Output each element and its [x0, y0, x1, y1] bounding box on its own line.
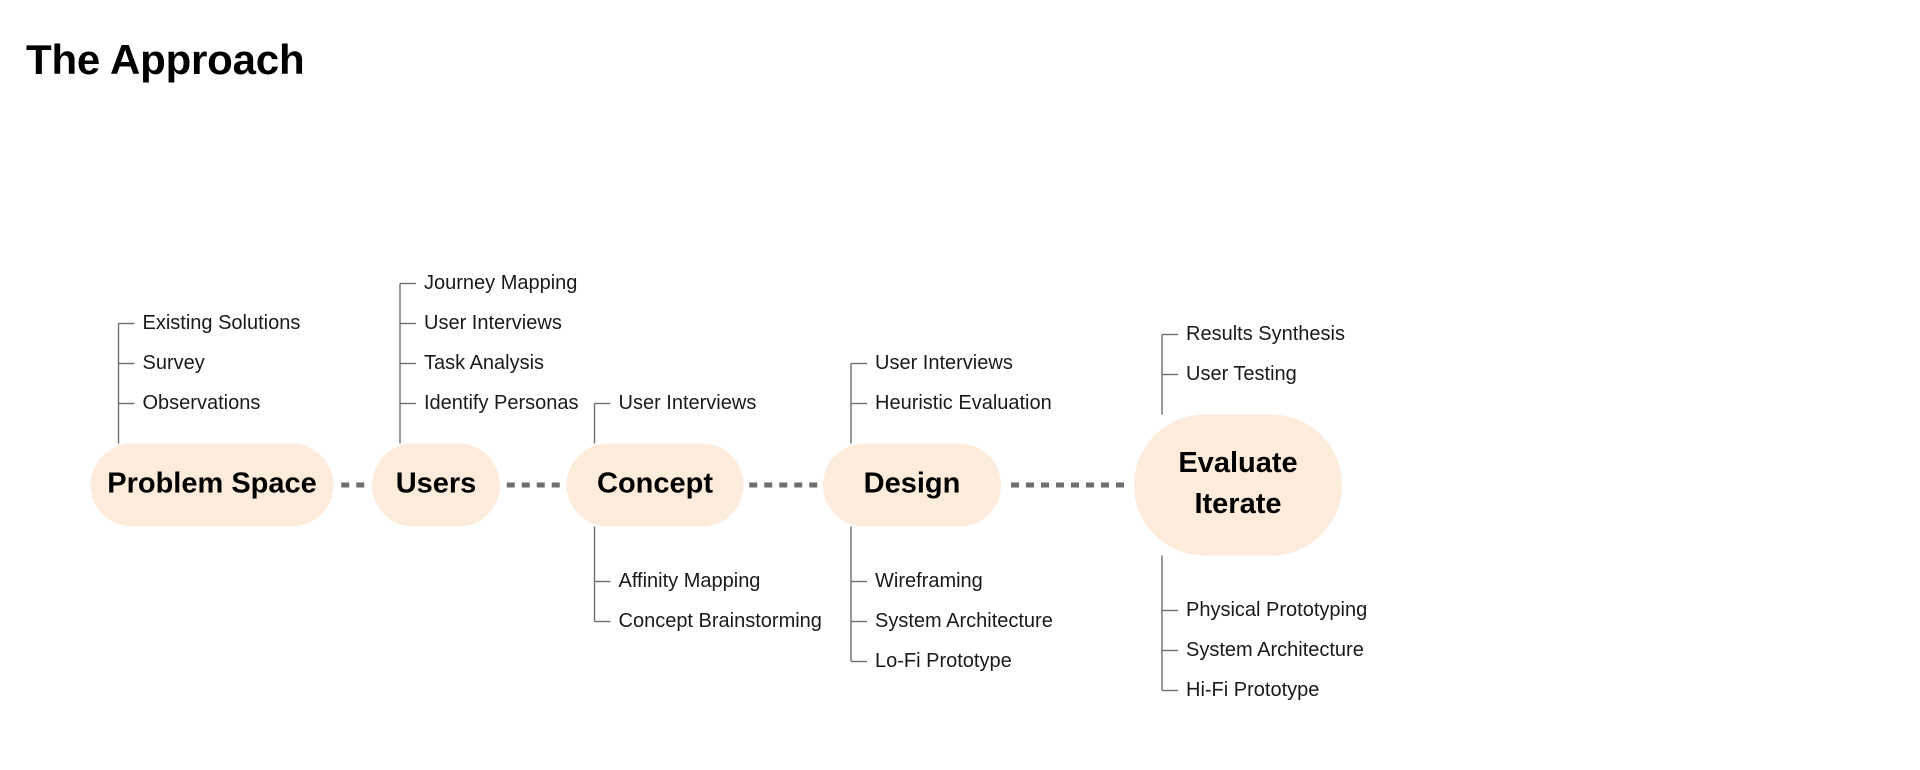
node-users[interactable]: Users — [372, 443, 500, 527]
node-label-concept: Concept — [597, 468, 713, 500]
nodes-layer: Problem Space Users Concept Design EvaluateI… — [90, 414, 1342, 556]
node-label-evaluate-iterate: Evaluate — [1178, 447, 1297, 479]
node-pill-concept[interactable] — [566, 443, 744, 527]
branch-label: Concept Brainstorming — [619, 610, 822, 632]
branch-label: Identify Personas — [424, 392, 579, 414]
node-label-users: Users — [396, 468, 477, 500]
node-label-problem-space: Problem Space — [107, 468, 317, 500]
node-label-evaluate-iterate: Iterate — [1194, 488, 1281, 520]
branch-label: User Interviews — [875, 352, 1013, 374]
branch-label: Results Synthesis — [1186, 323, 1345, 345]
branch-label: Wireframing — [875, 570, 983, 592]
branch-label: User Interviews — [424, 312, 562, 334]
branch-label: Physical Prototyping — [1186, 599, 1367, 621]
branch-label: Affinity Mapping — [619, 570, 761, 592]
node-pill-problem-space[interactable] — [90, 443, 334, 527]
node-label-design: Design — [864, 468, 961, 500]
branch-label: Hi-Fi Prototype — [1186, 679, 1319, 701]
branch-label: Existing Solutions — [143, 312, 301, 334]
branch-label: Lo-Fi Prototype — [875, 650, 1012, 672]
branch-label: User Interviews — [619, 392, 757, 414]
node-pill-evaluate-iterate[interactable] — [1134, 414, 1342, 556]
branch-label: Observations — [143, 392, 261, 414]
node-problem-space[interactable]: Problem Space — [90, 443, 334, 527]
branch-label: Heuristic Evaluation — [875, 392, 1052, 414]
branch-label: System Architecture — [875, 610, 1053, 632]
branch-label: Task Analysis — [424, 352, 544, 374]
node-pill-users[interactable] — [372, 443, 500, 527]
node-pill-design[interactable] — [823, 443, 1001, 527]
page-title: The Approach — [26, 36, 305, 83]
node-design[interactable]: Design — [823, 443, 1001, 527]
branch-label: User Testing — [1186, 363, 1297, 385]
branch-label: System Architecture — [1186, 639, 1364, 661]
branch-label: Survey — [143, 352, 205, 374]
branch-label: Journey Mapping — [424, 272, 577, 294]
node-concept[interactable]: Concept — [566, 443, 744, 527]
